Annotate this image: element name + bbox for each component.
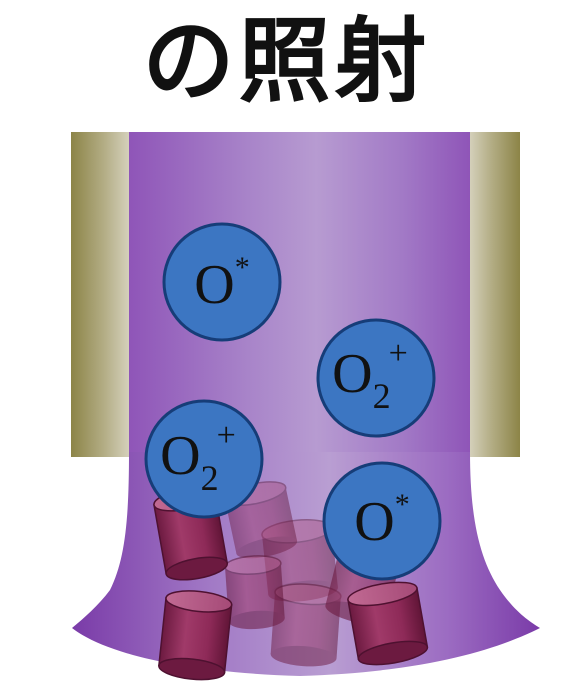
species-sup: + (389, 335, 408, 372)
cylinder (158, 588, 233, 682)
species-sup: + (217, 417, 236, 454)
species-sub: 2 (373, 376, 391, 416)
species-base: O (160, 425, 200, 487)
chamber-wall-left (71, 132, 131, 457)
particle-o2-plus-left: O2 + (146, 401, 262, 517)
species-sup: * (395, 488, 410, 521)
species-sup: * (235, 251, 250, 284)
particle-o2-plus-right: O2 + (318, 320, 434, 436)
species-sub: 2 (201, 458, 219, 498)
species-base: O (332, 343, 372, 405)
particle-o-star-upper: O* (164, 224, 280, 340)
species-base: O (194, 254, 234, 316)
species-base: O (354, 491, 394, 553)
cylinder (224, 554, 285, 631)
particle-o-star-lower: O* (324, 463, 440, 579)
cylinder (346, 578, 429, 669)
chamber-wall-right (468, 132, 520, 457)
